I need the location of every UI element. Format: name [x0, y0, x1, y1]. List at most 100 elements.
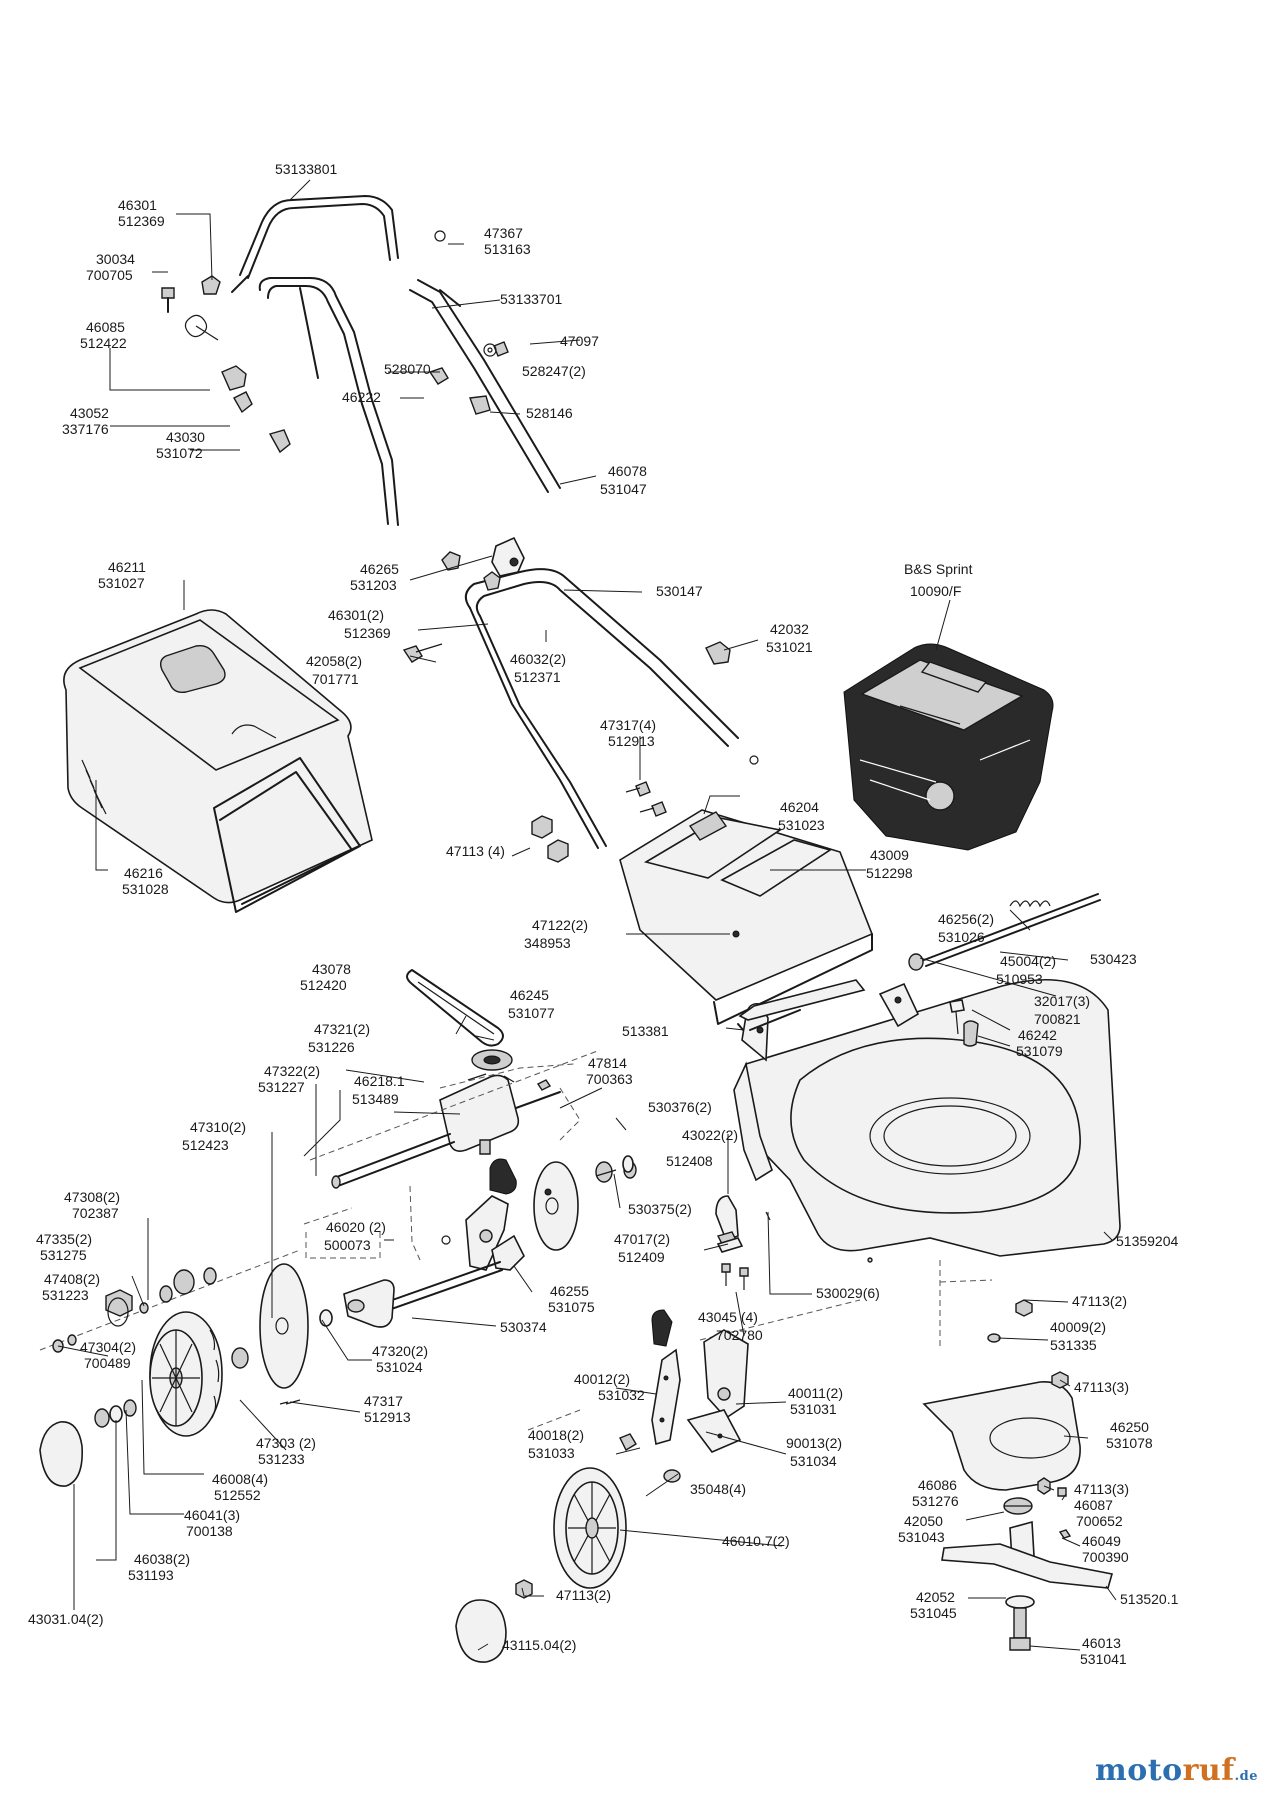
label-47113-3-a: 47113(3): [1074, 1379, 1129, 1395]
label-46078: 46078: [608, 463, 647, 479]
label-47113-2-e: 47113(2): [556, 1587, 611, 1603]
label-46242: 46242: [1018, 1027, 1057, 1043]
label-702387: 702387: [72, 1205, 119, 1221]
label-47017: 47017(2): [614, 1231, 670, 1247]
brand-part-1: moto: [1094, 1753, 1183, 1788]
label-531027: 531027: [98, 575, 145, 591]
label-531226: 531226: [308, 1039, 355, 1055]
label-35048: 35048(4): [690, 1481, 746, 1497]
handle-bolts-nuts: [531, 781, 667, 863]
label-512913-a: 512913: [608, 733, 655, 749]
label-700138: 700138: [186, 1523, 233, 1539]
label-43031-04: 43031.04(2): [28, 1611, 104, 1627]
label-348953: 348953: [524, 935, 571, 951]
label-512371: 512371: [514, 669, 561, 685]
front-adjuster-parts: [651, 1309, 749, 1453]
lower-handle-part: [402, 536, 759, 849]
label-700705: 700705: [86, 267, 133, 283]
handle-clamp-parts: [161, 275, 291, 454]
label-47097: 47097: [560, 333, 599, 349]
label-42052: 42052: [916, 1589, 955, 1605]
label-46032: 46032(2): [510, 651, 566, 667]
label-43045: 43045 (4): [698, 1309, 758, 1325]
drive-axle-part: [331, 1091, 561, 1189]
label-530375: 530375(2): [628, 1201, 692, 1217]
deck-bolts-part: [949, 999, 979, 1047]
height-lever-part: [441, 1158, 525, 1271]
front-axle-part: [343, 1261, 503, 1328]
label-512369-b: 512369: [344, 625, 391, 641]
label-47317-4: 47317(4): [600, 717, 656, 733]
label-531034: 531034: [790, 1453, 837, 1469]
label-47367: 47367: [484, 225, 523, 241]
label-90013: 90013(2): [786, 1435, 842, 1451]
label-40012: 40012(2): [574, 1371, 630, 1387]
label-43078: 43078: [312, 961, 351, 977]
label-47303: 47303 (2): [256, 1435, 316, 1451]
label-46211: 46211: [108, 559, 146, 575]
label-42058: 42058(2): [306, 653, 362, 669]
label-42032: 42032: [770, 621, 809, 637]
label-40011: 40011(2): [788, 1385, 843, 1401]
label-47113-2-b: 47113(2): [1072, 1293, 1127, 1309]
label-47321: 47321(2): [314, 1021, 370, 1037]
label-531276: 531276: [912, 1493, 959, 1509]
v-belt-part: [406, 969, 504, 1047]
label-47113-3-b: 47113(3): [1074, 1481, 1129, 1497]
label-51359204: 51359204: [1116, 1233, 1179, 1249]
label-531024: 531024: [376, 1359, 423, 1375]
label-43030: 43030: [166, 429, 205, 445]
label-47814: 47814: [588, 1055, 627, 1071]
label-531193: 531193: [128, 1567, 174, 1583]
blade-assembly-part: [922, 1299, 1114, 1651]
label-512408: 512408: [666, 1153, 713, 1169]
label-700390: 700390: [1082, 1549, 1129, 1565]
label-500073: 500073: [324, 1237, 371, 1253]
label-512913-b: 512913: [364, 1409, 411, 1425]
label-528070: 528070: [384, 361, 431, 377]
label-42050: 42050: [904, 1513, 943, 1529]
label-46218-1: 46218.1: [354, 1073, 405, 1089]
label-337176: 337176: [62, 421, 109, 437]
label-40009: 40009(2): [1050, 1319, 1106, 1335]
brand-logo: motoruf.de: [1095, 1753, 1258, 1788]
label-47322: 47322(2): [264, 1063, 320, 1079]
label-531223: 531223: [42, 1287, 89, 1303]
brand-part-2: ruf: [1182, 1753, 1235, 1788]
label-43022: 43022(2): [682, 1127, 738, 1143]
label-531023: 531023: [778, 817, 825, 833]
label-531028: 531028: [122, 881, 169, 897]
label-46041: 46041(3): [184, 1507, 240, 1523]
label-30034: 30034: [96, 251, 135, 267]
label-46086: 46086: [918, 1477, 957, 1493]
label-46038: 46038(2): [134, 1551, 190, 1567]
label-531227: 531227: [258, 1079, 305, 1095]
label-513489: 513489: [352, 1091, 399, 1107]
middle-handle-part: [258, 230, 561, 526]
label-528146: 528146: [526, 405, 573, 421]
label-510953: 510953: [996, 971, 1043, 987]
label-46008: 46008(4): [212, 1471, 268, 1487]
label-530423: 530423: [1090, 951, 1137, 967]
brand-part-3: .de: [1234, 1769, 1258, 1784]
label-47122: 47122(2): [532, 917, 588, 933]
label-43009: 43009: [870, 847, 909, 863]
label-531043: 531043: [898, 1529, 945, 1545]
grass-catcher-part: [63, 609, 373, 913]
label-46087: 46087: [1074, 1497, 1113, 1513]
label-531079: 531079: [1016, 1043, 1063, 1059]
label-47320: 47320(2): [372, 1343, 428, 1359]
label-46301-2: 46301(2): [328, 607, 384, 623]
label-531233: 531233: [258, 1451, 305, 1467]
label-512369: 512369: [118, 213, 165, 229]
label-700363: 700363: [586, 1071, 633, 1087]
label-46245: 46245: [510, 987, 549, 1003]
label-531041: 531041: [1080, 1651, 1127, 1667]
front-wheel-part: [455, 1433, 681, 1663]
label-512423: 512423: [182, 1137, 229, 1153]
label-46265: 46265: [360, 561, 399, 577]
label-47113-4: 47113 (4): [446, 843, 505, 859]
label-46204: 46204: [780, 799, 819, 815]
label-531033: 531033: [528, 1445, 575, 1461]
